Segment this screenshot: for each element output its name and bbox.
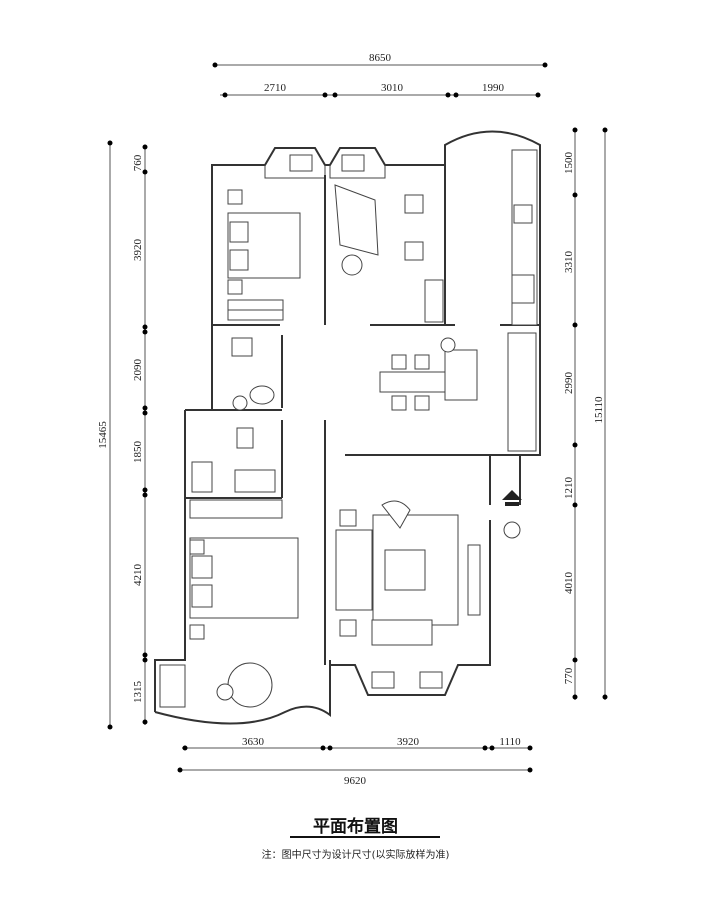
top-dimensions: 8650 2710 3010 1990 [212,52,548,98]
bathroom-furniture [191,337,276,493]
dim-right-segment: 2990 [563,372,575,395]
title-underline [290,836,440,838]
entrance-arrow-icon [502,490,522,539]
dim-top-segment: 2710 [264,82,287,94]
study-furniture [334,154,444,323]
kitchen-furniture [507,149,538,452]
dim-right-segment: 770 [563,667,575,684]
dim-left-segment: 760 [132,154,144,171]
dim-bottom-total: 9620 [344,775,367,787]
dim-bottom-segment: 1110 [499,736,521,748]
dim-top-segment: 3010 [381,82,404,94]
dim-left-segment: 1315 [132,681,144,704]
drawing-note: 注：图中尺寸为设计尺寸(以实际放样为准) [261,850,450,861]
bedroom-1-furniture [227,154,313,321]
right-dimensions: 1500 3310 2990 1210 4010 770 15110 [563,127,608,700]
dim-left-segment: 3920 [132,239,144,262]
dim-right-segment: 1210 [563,477,575,500]
dim-right-segment: 4010 [563,572,575,595]
living-room-furniture [335,500,481,689]
dim-left-segment: 2090 [132,359,144,382]
dim-top-segment: 1990 [482,82,505,94]
dim-left-segment: 1850 [132,441,144,464]
dim-right-segment: 1500 [563,152,575,175]
dim-top-total: 8650 [369,52,392,64]
dining-furniture [379,337,478,411]
left-dimensions: 15465 760 3920 2090 1850 4210 1315 [97,140,148,730]
dim-bottom-segment: 3920 [397,736,420,748]
dim-left-segment: 4210 [132,564,144,587]
bottom-dimensions: 3630 3920 1110 9620 [177,736,533,787]
bedroom-2-furniture [159,499,299,708]
dim-left-total: 15465 [97,421,109,449]
drawing-title: 平面布置图 [313,817,398,837]
dim-bottom-segment: 3630 [242,736,265,748]
dim-right-total: 15110 [593,396,605,424]
dim-right-segment: 3310 [563,251,575,274]
walls [154,130,541,725]
